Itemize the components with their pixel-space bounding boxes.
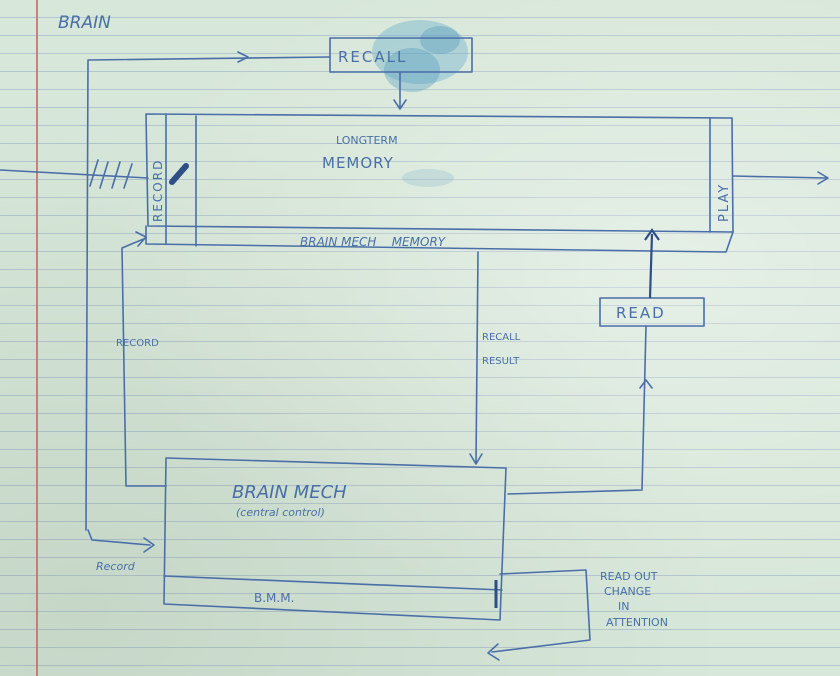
brain-mech-title: BRAIN MECH [232, 482, 347, 503]
record-bottom-line [87, 529, 151, 546]
readout-loop-line [491, 569, 591, 653]
recall-box-label: RECALL [338, 48, 407, 66]
long-term-memory-box [145, 113, 734, 253]
read-up-arrowhead [644, 228, 660, 241]
pen-blot [169, 163, 189, 185]
input-line [0, 169, 149, 179]
bmm-strip-label: BRAIN MECH MEMORY [300, 235, 447, 249]
recall-result-arrowhead [469, 453, 483, 465]
recall-result-label-2: RESULT [482, 356, 520, 367]
brain-mech-subtitle: (central control) [236, 506, 325, 519]
play-vertical-label: PLAY [717, 183, 732, 222]
input-hash-marks [89, 159, 133, 189]
record-loop-arrowhead [135, 231, 147, 247]
record-to-recall-arrowhead [237, 51, 249, 63]
record-loop-line [121, 237, 167, 487]
diagram-title: BRAIN [58, 13, 111, 33]
ltm-label-line1: LONGTERM [336, 134, 398, 147]
play-output-line [732, 175, 827, 179]
read-box: READ [599, 297, 705, 327]
readout-label-1: READ OUT [600, 570, 658, 583]
readout-label-3: IN [618, 600, 629, 613]
record-bottom-arrowhead [143, 537, 155, 553]
record-to-recall-line [85, 56, 331, 531]
recall-box: RECALL [329, 37, 473, 73]
recall-down-arrowhead [393, 99, 407, 110]
read-box-label: READ [616, 304, 666, 322]
read-up-arrow [648, 233, 654, 299]
play-output-arrowhead [817, 171, 829, 185]
margin-line [36, 0, 38, 676]
mech-to-read-arrowhead [639, 379, 653, 389]
readout-loop-arrowhead [487, 643, 500, 661]
ltm-label-line2: MEMORY [322, 154, 394, 172]
brain-mech-box [163, 457, 507, 621]
ink-blot [372, 20, 468, 187]
recall-result-line [475, 251, 479, 463]
bmm-short-label: B.M.M. [254, 591, 294, 605]
readout-label-4: ATTENTION [606, 616, 668, 629]
record-vertical-label: RECORD [151, 159, 165, 222]
mech-to-read-line [507, 325, 647, 495]
record-bottom-label: Record [96, 560, 136, 573]
record-side-label: RECORD [116, 338, 159, 349]
readout-label-2: CHANGE [604, 585, 651, 598]
recall-result-label-1: RECALL [482, 332, 521, 343]
